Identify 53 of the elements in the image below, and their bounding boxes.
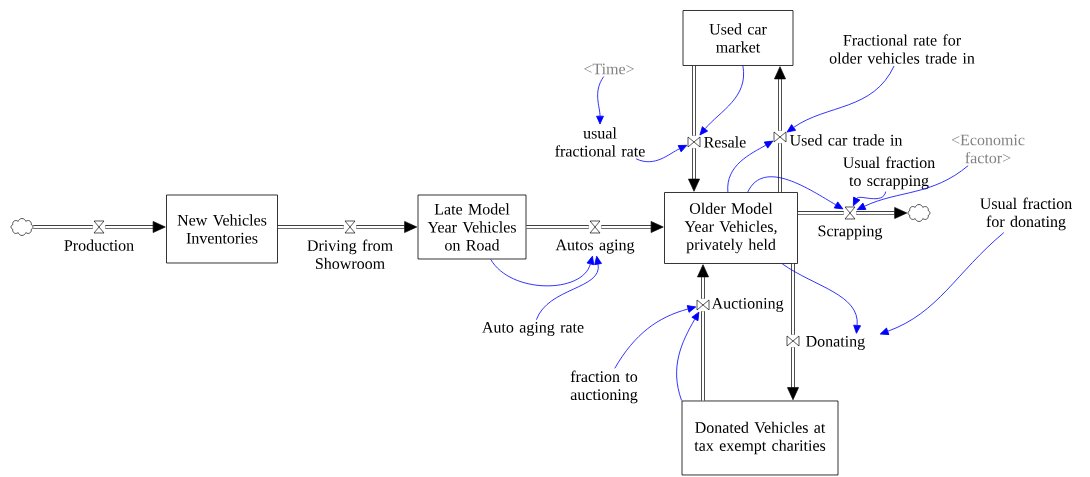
link-arrow — [676, 311, 700, 401]
flow-pipe — [105, 221, 166, 233]
flow-pipe — [697, 264, 709, 299]
variable-label: Usual fraction to scrapping — [843, 156, 935, 190]
flow-pipe — [701, 311, 705, 401]
link-arrow — [747, 176, 844, 210]
variable-label: fraction to auctioning — [570, 370, 638, 404]
flow-pipe — [787, 347, 799, 401]
variable-label: <Economic factor> — [951, 134, 1025, 164]
variable-label: Auto aging rate — [482, 321, 584, 336]
variable-label: Usual fraction for donating — [980, 197, 1072, 231]
flow-pipe — [277, 225, 344, 229]
flow-pipe — [774, 66, 786, 131]
flow-pipe — [778, 143, 782, 193]
stock-box: Donated Vehicles at tax exempt charities — [681, 400, 839, 476]
link-arrow — [536, 255, 602, 321]
stock-box: Late Model Year Vehicles on Road — [417, 194, 527, 260]
flow-pipe — [692, 65, 696, 136]
flow-pipe — [601, 221, 664, 233]
link-arrow — [699, 65, 745, 136]
link-arrow — [596, 76, 605, 125]
stock-box: New Vehicles Inventories — [166, 194, 278, 264]
variable-label: <Time> — [584, 63, 634, 75]
flow-pipe — [797, 211, 844, 215]
link-arrow — [635, 144, 688, 163]
stock-box: Used car market — [682, 10, 794, 66]
flow-label: Scrapping — [818, 225, 883, 240]
flow-label: Driving from Showroom — [307, 239, 393, 269]
flow-label: Production — [64, 239, 134, 251]
flow-pipe — [856, 207, 908, 219]
link-arrow — [879, 232, 1005, 335]
flow-label: Used car trade in — [789, 134, 903, 146]
flow-pipe — [688, 148, 700, 192]
link-arrow — [856, 165, 969, 211]
flow-pipe — [526, 225, 589, 229]
variable-label: Fractional rate for older vehicles trade in — [829, 34, 975, 64]
flow-label: Resale — [704, 136, 746, 148]
stock-box: Older Model Year Vehicles, privately held — [664, 192, 798, 264]
link-arrow — [727, 140, 774, 193]
flow-label: Donating — [806, 335, 865, 350]
flow-label: Autos aging — [555, 239, 635, 254]
variable-label: usual fractional rate — [555, 127, 645, 157]
flow-label: Auctioning — [711, 297, 784, 312]
link-arrow — [614, 305, 697, 369]
link-arrow — [490, 255, 595, 287]
link-arrow — [781, 263, 861, 334]
link-arrow — [852, 191, 887, 207]
cloud-icon — [907, 204, 931, 222]
cloud-icon — [10, 218, 34, 236]
flow-pipe — [791, 263, 795, 335]
flow-pipe — [356, 221, 418, 233]
flow-pipe — [33, 225, 93, 229]
link-arrow — [786, 65, 895, 133]
